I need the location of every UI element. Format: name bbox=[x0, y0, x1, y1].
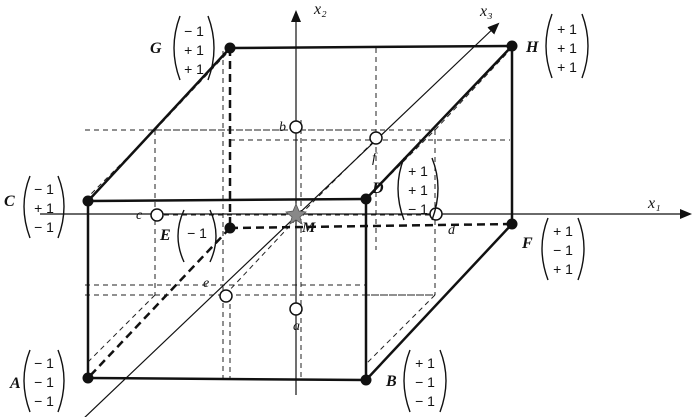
cube-vertices bbox=[82, 40, 518, 386]
svg-text:+ 1: + 1 bbox=[415, 355, 435, 371]
vector-h: + 1 + 1 + 1 bbox=[545, 13, 589, 79]
vector-c: − 1 + 1 − 1 bbox=[23, 175, 65, 239]
cube-edges bbox=[86, 44, 514, 382]
svg-text:− 1: − 1 bbox=[34, 355, 54, 371]
face-label-a: a bbox=[293, 319, 300, 334]
face-point-c bbox=[150, 208, 164, 222]
svg-text:− 1: − 1 bbox=[415, 374, 435, 390]
face-point-d bbox=[429, 207, 443, 221]
x3-axis-label: x₃ bbox=[479, 3, 493, 20]
svg-text:+ 1: + 1 bbox=[34, 200, 54, 216]
vertex-f bbox=[506, 218, 518, 230]
svg-text:− 1: − 1 bbox=[553, 242, 573, 258]
svg-text:+ 1: + 1 bbox=[553, 223, 573, 239]
svg-text:+ 1: + 1 bbox=[184, 61, 204, 77]
vector-d: + 1 + 1 − 1 bbox=[397, 157, 439, 221]
corner-label-c: C bbox=[4, 193, 15, 210]
corner-label-d: D bbox=[371, 180, 384, 197]
vertex-g bbox=[224, 42, 236, 54]
svg-text:+ 1: + 1 bbox=[553, 261, 573, 277]
svg-text:− 1: − 1 bbox=[34, 181, 54, 197]
x2-axis-label: x₂ bbox=[313, 1, 327, 18]
center-point-m: M bbox=[285, 202, 316, 236]
corner-label-a: A bbox=[9, 375, 21, 392]
vertex-b bbox=[360, 374, 372, 386]
mid-plane-grid bbox=[84, 48, 511, 380]
vector-f: + 1 − 1 + 1 bbox=[541, 217, 585, 281]
face-point-a bbox=[289, 302, 303, 316]
vector-g: − 1 + 1 + 1 bbox=[173, 15, 215, 81]
x1-axis-label: x₁ bbox=[647, 195, 661, 212]
face-point-b bbox=[289, 120, 303, 134]
vertex-c bbox=[82, 195, 94, 207]
face-label-b: b bbox=[279, 120, 286, 135]
face-point-f bbox=[369, 131, 383, 145]
vertex-h bbox=[506, 40, 518, 52]
svg-text:+ 1: + 1 bbox=[557, 21, 577, 37]
face-label-e: e bbox=[203, 276, 209, 291]
svg-text:+ 1: + 1 bbox=[557, 59, 577, 75]
face-points bbox=[150, 120, 443, 316]
vertex-e bbox=[224, 222, 236, 234]
corner-label-g: G bbox=[150, 40, 162, 57]
svg-text:+ 1: + 1 bbox=[408, 163, 428, 179]
x3-axis bbox=[84, 22, 500, 417]
svg-text:− 1: − 1 bbox=[34, 374, 54, 390]
hidden-edges bbox=[87, 48, 513, 379]
face-label-f: f bbox=[372, 151, 378, 166]
vertex-d bbox=[360, 193, 372, 205]
svg-text:− 1: − 1 bbox=[34, 219, 54, 235]
vertex-a bbox=[82, 372, 94, 384]
svg-text:− 1: − 1 bbox=[187, 225, 207, 241]
svg-text:− 1: − 1 bbox=[34, 393, 54, 409]
svg-text:− 1: − 1 bbox=[408, 201, 428, 217]
face-point-e bbox=[219, 289, 233, 303]
corner-label-e: E bbox=[159, 227, 171, 244]
vector-a: − 1 − 1 − 1 bbox=[23, 349, 65, 413]
center-label: M bbox=[301, 220, 316, 236]
svg-text:− 1: − 1 bbox=[184, 23, 204, 39]
svg-text:+ 1: + 1 bbox=[184, 42, 204, 58]
corner-label-b: B bbox=[385, 373, 397, 390]
face-label-d: d bbox=[448, 223, 456, 238]
svg-text:− 1: − 1 bbox=[415, 393, 435, 409]
svg-text:+ 1: + 1 bbox=[408, 182, 428, 198]
face-label-c: c bbox=[136, 208, 143, 223]
corner-label-f: F bbox=[521, 235, 533, 252]
svg-text:+ 1: + 1 bbox=[557, 40, 577, 56]
corner-label-h: H bbox=[525, 39, 539, 56]
vector-b: + 1 − 1 − 1 bbox=[403, 349, 447, 413]
vector-e: − 1 bbox=[177, 209, 217, 263]
